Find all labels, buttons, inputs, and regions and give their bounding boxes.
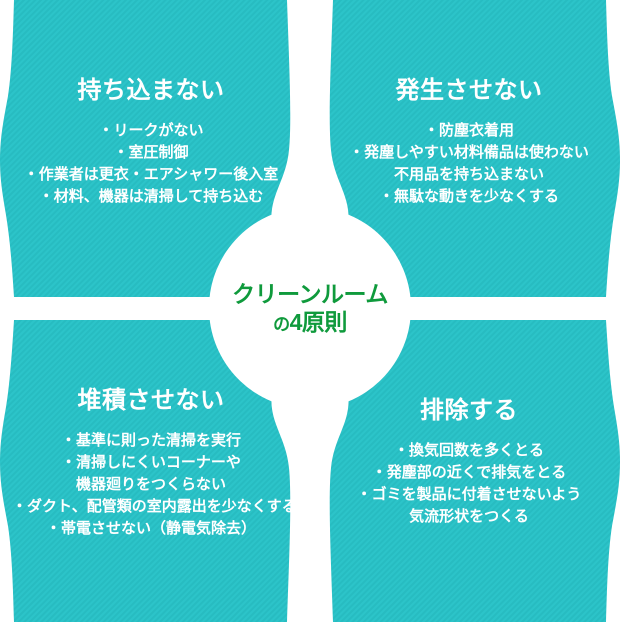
list-item: ・室圧制御 [113, 144, 189, 162]
list-item: ・リークがない [98, 122, 204, 140]
center-circle: クリーンルーム の4原則 [210, 208, 410, 408]
quadrant-top-left-title: 持ち込まない [77, 77, 225, 104]
center-title-line2: の4原則 [273, 309, 347, 335]
panel-bottom-right [329, 320, 620, 622]
quadrant-bottom-right-title: 排除する [420, 397, 518, 424]
quadrant-top-right: 発生させない ・防塵衣着用 ・発塵しやすい材料備品は使わない 不用品を持ち込まな… [330, 77, 608, 208]
list-item: ・ゴミを製品に付着させないよう [356, 486, 582, 504]
panel-top-right [329, 0, 620, 297]
list-item: ・ダクト、配管類の室内露出を少なくする [12, 498, 297, 516]
list-item: 機器廻りをつくらない [75, 476, 226, 494]
quadrant-bottom-right: 排除する ・換気回数を多くとる ・発塵部の近くで排気をとる ・ゴミを製品に付着さ… [330, 397, 608, 528]
list-item: ・作業者は更衣・エアシャワー後入室 [23, 166, 279, 184]
list-item: ・防塵衣着用 [423, 122, 514, 140]
quadrant-bottom-left-title: 堆積させない [77, 387, 225, 414]
list-item: ・帯電させない（静電気除去） [45, 520, 256, 538]
panel-top-left [0, 0, 291, 297]
center-title-line1: クリーンルーム [232, 280, 388, 307]
list-item: ・基準に則った清掃を実行 [60, 432, 241, 450]
quadrant-top-left-lines: ・リークがない ・室圧制御 ・作業者は更衣・エアシャワー後入室 ・材料、機器は清… [12, 120, 290, 208]
list-item: ・清掃しにくいコーナーや [61, 454, 241, 472]
list-item: ・発塵しやすい材料備品は使わない [349, 144, 589, 162]
list-item: ・換気回数を多くとる [393, 442, 544, 460]
panel-bottom-left [0, 320, 291, 622]
list-item: ・発塵部の近くで排気をとる [371, 464, 567, 482]
center-title-line2-prefix: の [273, 315, 290, 334]
list-item: ・無駄な動きを少なくする [378, 188, 559, 206]
list-item: 気流形状をつくる [409, 508, 529, 526]
center-title-line2-rest: 4原則 [289, 309, 348, 335]
quadrant-bottom-right-lines: ・換気回数を多くとる ・発塵部の近くで排気をとる ・ゴミを製品に付着させないよう… [330, 440, 608, 528]
quadrant-top-left: 持ち込まない ・リークがない ・室圧制御 ・作業者は更衣・エアシャワー後入室 ・… [12, 77, 290, 208]
list-item: ・材料、機器は清掃して持ち込む [38, 188, 264, 206]
quadrant-bottom-left: 堆積させない ・基準に則った清掃を実行 ・清掃しにくいコーナーや 機器廻りをつく… [12, 387, 297, 540]
quadrant-bottom-left-lines: ・基準に則った清掃を実行 ・清掃しにくいコーナーや 機器廻りをつくらない ・ダク… [12, 430, 297, 540]
list-item: 不用品を持ち込まない [393, 166, 544, 184]
quadrant-top-right-lines: ・防塵衣着用 ・発塵しやすい材料備品は使わない 不用品を持ち込まない ・無駄な動… [330, 120, 608, 208]
quadrant-top-right-title: 発生させない [395, 77, 543, 104]
